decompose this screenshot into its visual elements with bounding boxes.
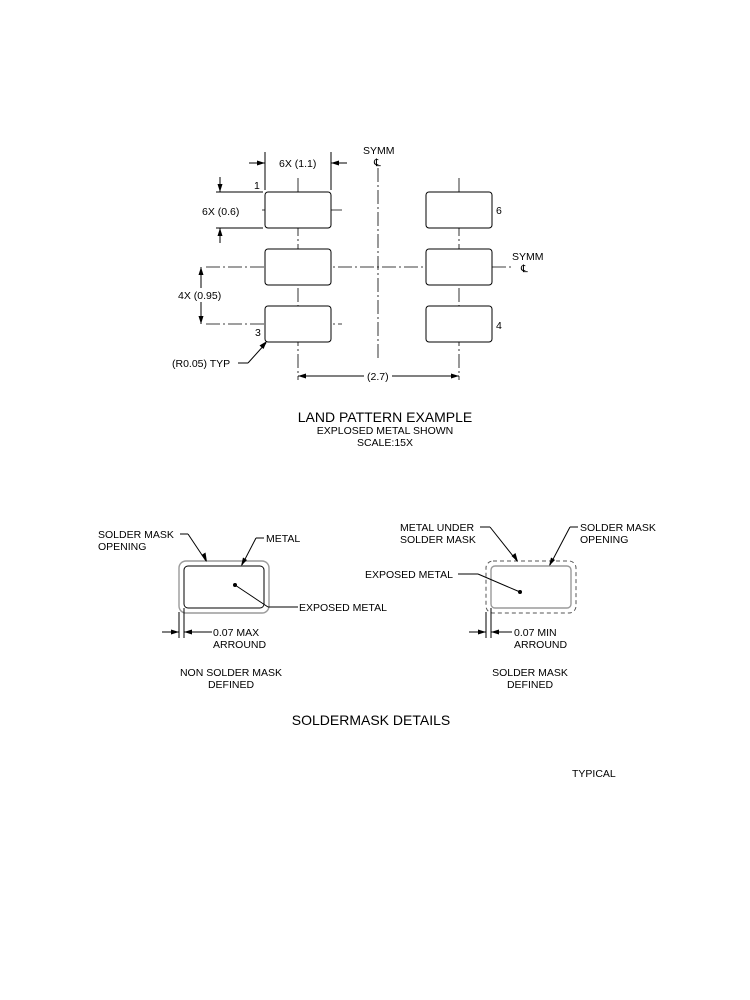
pad-2 xyxy=(264,248,332,286)
symm-right-label: SYMM xyxy=(512,251,544,263)
land-pattern-subtitle: EXPLOSED METAL SHOWN xyxy=(317,425,454,437)
pad-5 xyxy=(425,248,493,286)
smd-detail: METAL UNDER SOLDER MASK SOLDER MASK OPEN… xyxy=(365,522,656,691)
smd-mask-opening-label-2: OPENING xyxy=(580,534,628,546)
pin-1-label: 1 xyxy=(254,180,260,192)
nsmd-caption-2: DEFINED xyxy=(208,679,255,691)
dimension-span: (2.7) xyxy=(298,369,459,383)
smd-exposed-metal-label: EXPOSED METAL xyxy=(365,569,453,581)
nsmd-metal-pad xyxy=(183,565,265,609)
pad-3 xyxy=(264,305,332,343)
pin-6-label: 6 xyxy=(496,205,502,217)
pad-4 xyxy=(425,305,493,343)
dim-height-label: 6X (0.6) xyxy=(202,206,239,218)
dimension-pad-width: 6X (1.1) xyxy=(249,152,347,190)
nsmd-mask-opening xyxy=(178,560,270,614)
dimension-pad-height: 6X (0.6) xyxy=(202,177,263,243)
nsmd-mask-opening-label-2: OPENING xyxy=(98,541,146,553)
corner-radius-label: (R0.05) TYP xyxy=(172,358,230,370)
land-pattern-view: 1 3 6 4 SYMM ℄ SYMM ℄ 6X (1.1) 6X (0.6 xyxy=(172,145,544,449)
typical-label: TYPICAL xyxy=(572,768,616,780)
pad-6 xyxy=(425,191,493,229)
land-pattern-title: LAND PATTERN EXAMPLE xyxy=(298,409,473,425)
pin-4-label: 4 xyxy=(496,320,502,332)
smd-metal-under-label-1: METAL UNDER xyxy=(400,522,475,534)
nsmd-clearance-label-1: 0.07 MAX xyxy=(213,627,259,639)
nsmd-detail: SOLDER MASK OPENING METAL EXPOSED METAL … xyxy=(98,529,387,691)
smd-clearance-label-1: 0.07 MIN xyxy=(514,627,557,639)
soldermask-details-title: SOLDERMASK DETAILS xyxy=(292,712,450,728)
dimension-pitch: 4X (0.95) xyxy=(176,267,228,324)
smd-caption-1: SOLDER MASK xyxy=(492,667,568,679)
dim-span-label: (2.7) xyxy=(367,371,389,383)
centerline-symbol-icon: ℄ xyxy=(520,263,528,275)
smd-mask-opening xyxy=(490,565,572,609)
smd-mask-opening-label-1: SOLDER MASK xyxy=(580,522,656,534)
nsmd-metal-label: METAL xyxy=(266,533,300,545)
corner-radius-callout: (R0.05) TYP xyxy=(172,341,267,370)
smd-metal-under-label-2: SOLDER MASK xyxy=(400,534,476,546)
smd-clearance-label-2: ARROUND xyxy=(514,639,568,651)
centerline-symbol-icon: ℄ xyxy=(373,157,381,169)
nsmd-exposed-metal-label: EXPOSED METAL xyxy=(299,602,387,614)
pad-1 xyxy=(264,191,332,229)
pin-3-label: 3 xyxy=(255,327,261,339)
smd-caption-2: DEFINED xyxy=(507,679,554,691)
smd-metal-under-mask xyxy=(485,560,577,614)
land-pattern-scale: SCALE:15X xyxy=(357,437,413,449)
symm-top-label: SYMM xyxy=(363,145,395,157)
dim-pitch-label: 4X (0.95) xyxy=(178,290,221,302)
nsmd-clearance-label-2: ARROUND xyxy=(213,639,267,651)
nsmd-mask-opening-label-1: SOLDER MASK xyxy=(98,529,174,541)
dim-width-label: 6X (1.1) xyxy=(279,158,316,170)
nsmd-caption-1: NON SOLDER MASK xyxy=(180,667,282,679)
